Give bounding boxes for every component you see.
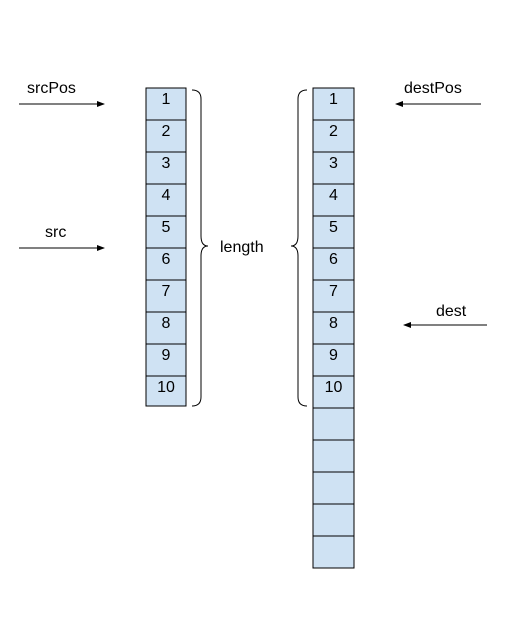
dest-cell (312, 407, 355, 441)
length-label: length (220, 239, 264, 256)
dest-pos-label: destPos (404, 80, 462, 97)
src-cell-index: 5 (162, 219, 171, 236)
src-cell (145, 183, 187, 217)
dest-cell (312, 343, 355, 377)
src-cell (145, 119, 187, 153)
dest-cell-index: 6 (329, 251, 338, 268)
dest-cell (312, 119, 355, 153)
src-cell-index: 1 (162, 91, 171, 108)
dest-cell (312, 471, 355, 505)
dest-range-brace (290, 89, 308, 407)
src-label: src (45, 224, 66, 241)
dest-cell (312, 535, 355, 569)
dest-cell (312, 183, 355, 217)
src-range-brace (191, 89, 209, 407)
src-cell (145, 247, 187, 281)
src-cell-index: 4 (162, 187, 171, 204)
src-cell (145, 375, 187, 407)
src-cell-index: 8 (162, 315, 171, 332)
dest-cell-index: 5 (329, 219, 338, 236)
dest-cell (312, 87, 355, 121)
dest-cell (312, 375, 355, 409)
src-cell-index: 3 (162, 155, 171, 172)
dest-cell-index: 2 (329, 123, 338, 140)
dest-cell (312, 503, 355, 537)
dest-cell-index: 4 (329, 187, 338, 204)
src-cell (145, 311, 187, 345)
src-cell-index: 9 (162, 347, 171, 364)
src-cell-index: 10 (157, 379, 175, 396)
src-cell (145, 87, 187, 121)
dest-cell-index: 3 (329, 155, 338, 172)
dest-cell (312, 311, 355, 345)
dest-cell-index: 8 (329, 315, 338, 332)
dest-cell-index: 1 (329, 91, 338, 108)
dest-cell (312, 439, 355, 473)
src-array: 1 2 3 4 5 6 7 8 9 10 (145, 87, 187, 407)
dest-cell-index: 7 (329, 283, 338, 300)
src-cell-index: 6 (162, 251, 171, 268)
dest-cell (312, 279, 355, 313)
src-cell-index: 7 (162, 283, 171, 300)
dest-cell-index: 10 (325, 379, 343, 396)
src-pos-label: srcPos (27, 80, 76, 97)
dest-cell (312, 247, 355, 281)
dest-cell-index: 9 (329, 347, 338, 364)
dest-label: dest (436, 303, 467, 320)
dest-array: 1 2 3 4 5 6 7 8 9 10 (312, 87, 355, 569)
src-cell-index: 2 (162, 123, 171, 140)
